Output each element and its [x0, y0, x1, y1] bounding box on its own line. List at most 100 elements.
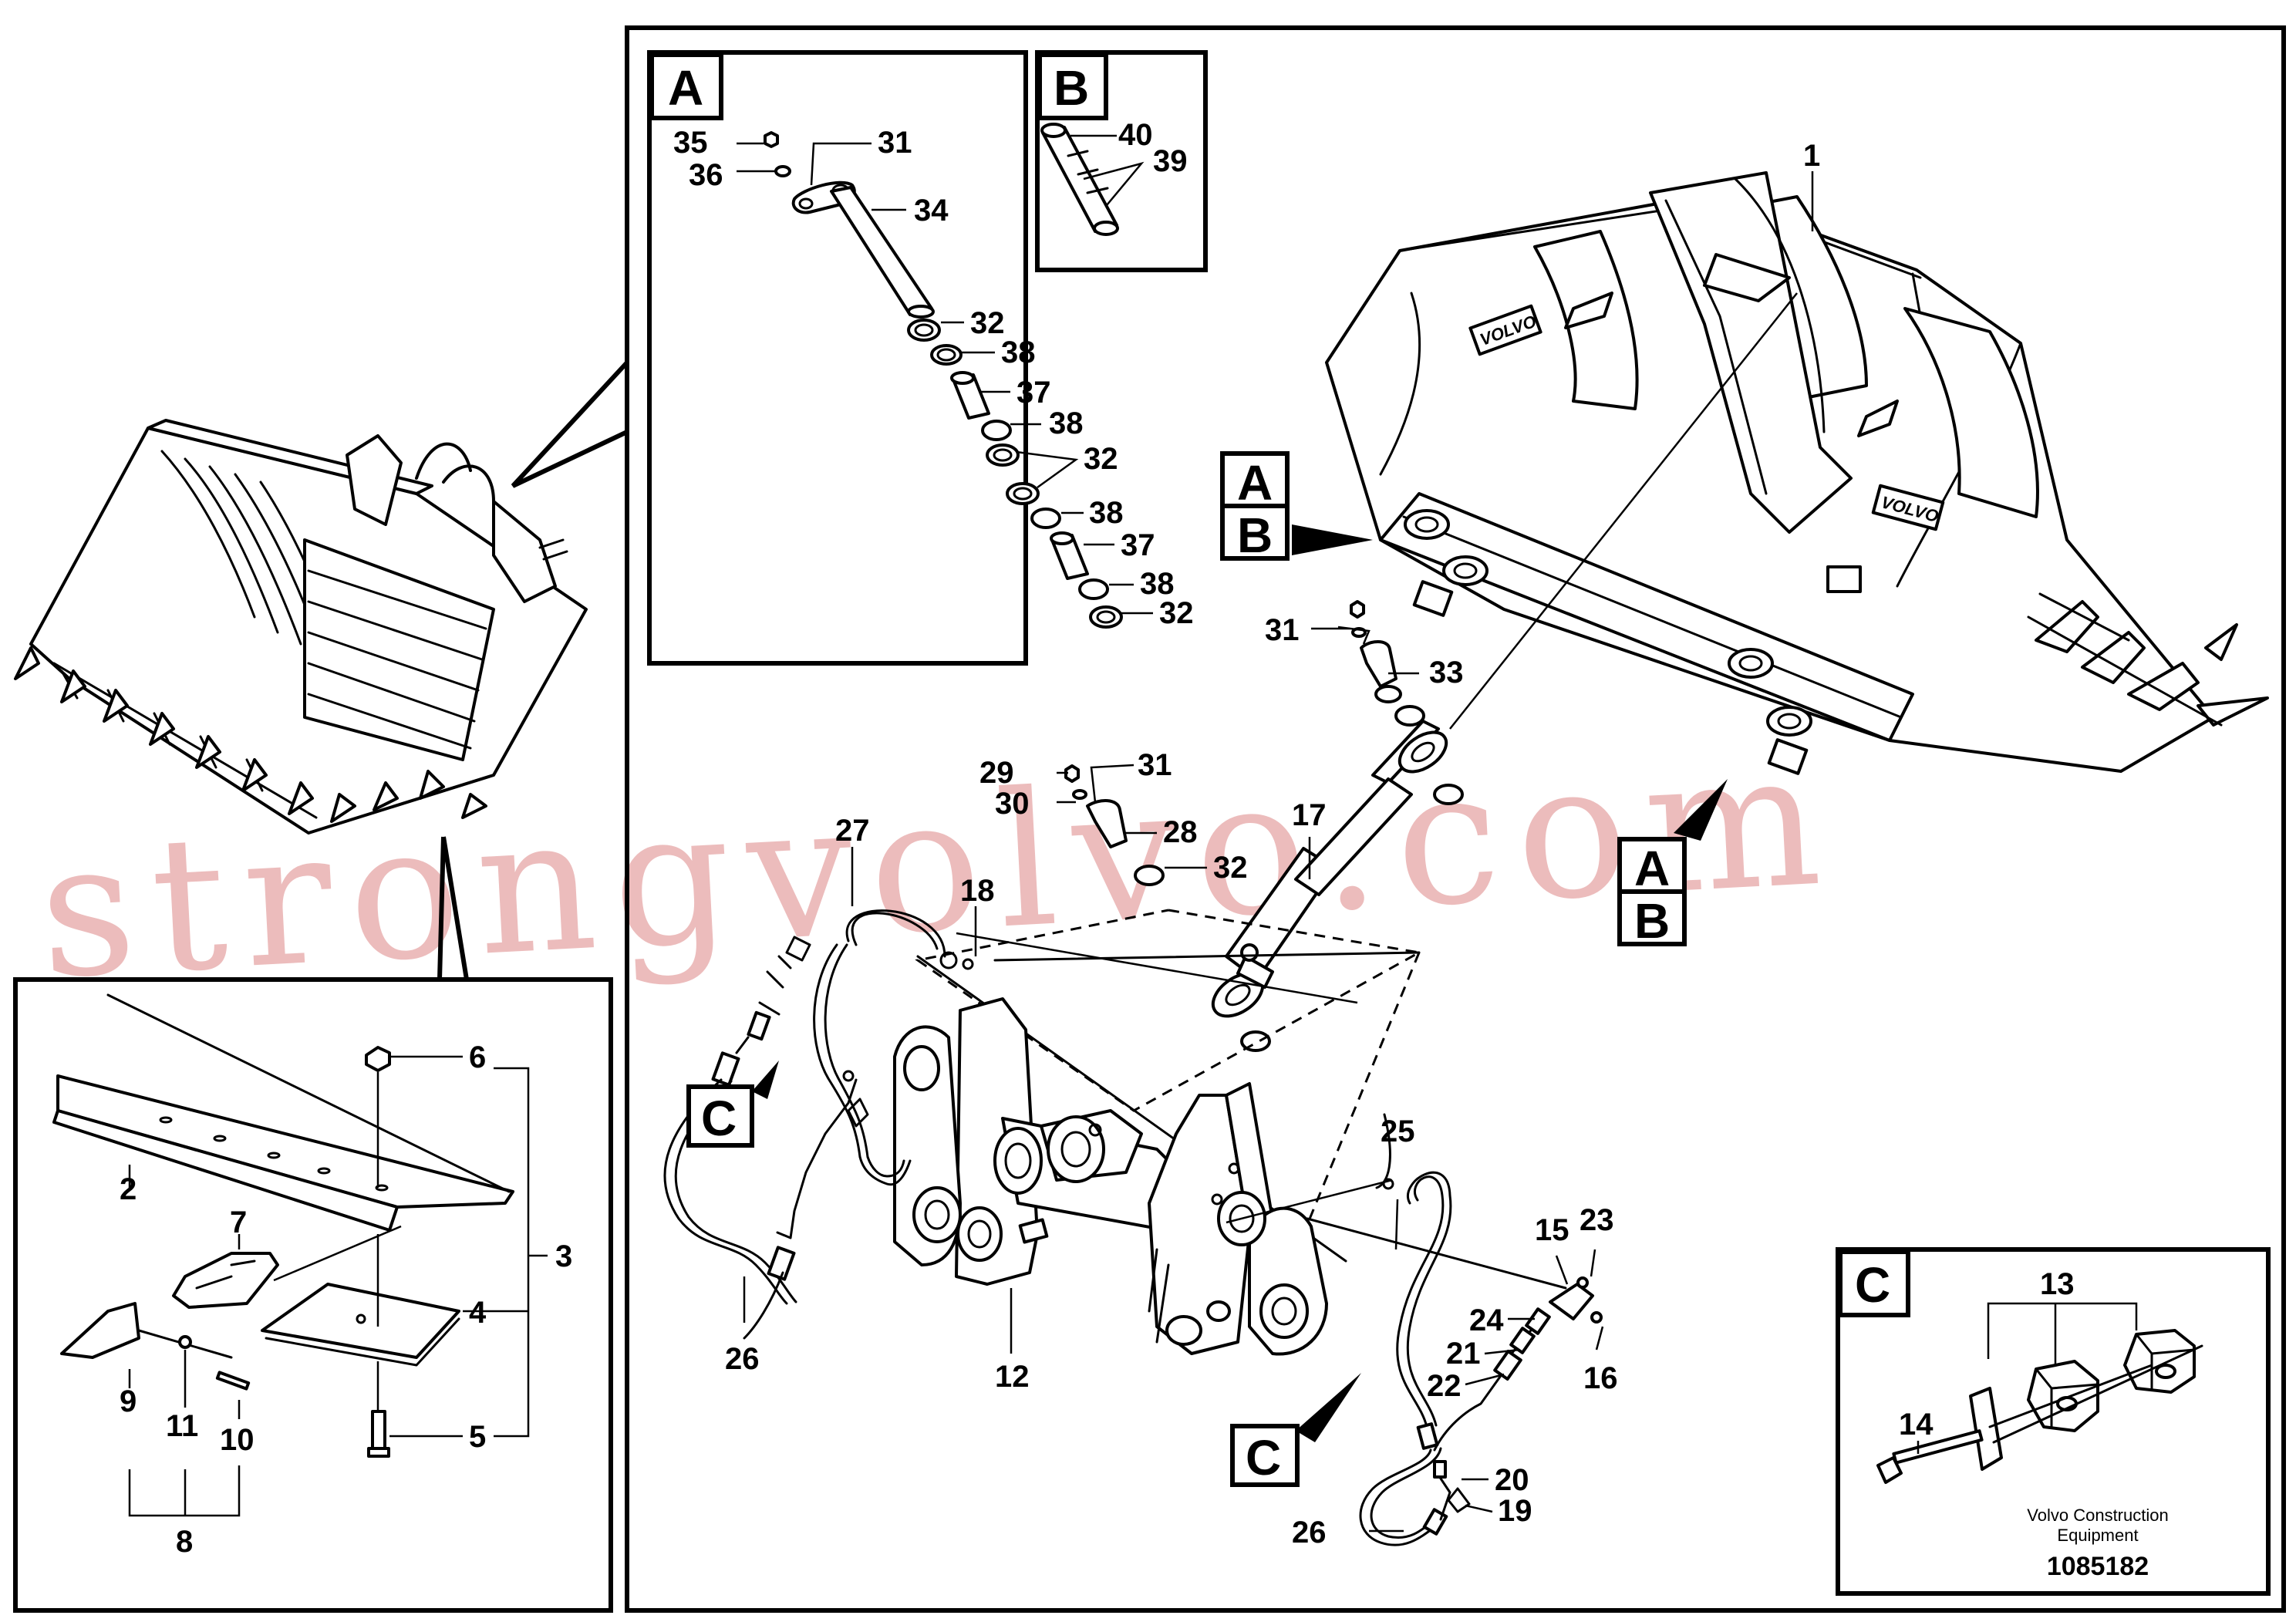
detail-c-frame: [1836, 1247, 2271, 1596]
detail-b-pin: [1040, 123, 1145, 236]
part-number-6: 6: [469, 1040, 486, 1074]
ref-b-label-upper: B: [1237, 508, 1273, 563]
detail-a-pin-stack: [737, 131, 1153, 629]
ref-b-label-lower: B: [1634, 893, 1670, 949]
part-number-25: 25: [1381, 1114, 1415, 1148]
part-number-12: 12: [995, 1360, 1030, 1394]
tooth-adapter: [172, 1252, 279, 1309]
part-number-27: 27: [835, 814, 870, 848]
part-number-9: 9: [120, 1384, 137, 1418]
part-number-21: 21: [1446, 1337, 1481, 1371]
detail-a-label-box: [649, 52, 723, 120]
linkage-frame: [893, 909, 1423, 1356]
edge-detail-frame: [13, 977, 613, 1613]
main-frame: [625, 25, 2286, 1613]
bolt: [371, 1410, 386, 1450]
small-bucket-illustration: [14, 419, 588, 835]
part-number-8: 8: [176, 1525, 193, 1559]
tooth: [60, 1302, 140, 1359]
part-number-7: 7: [230, 1206, 247, 1239]
part-number-32c: 32: [1159, 596, 1194, 630]
ref-a-label-upper: A: [1237, 455, 1273, 511]
retainer: [178, 1335, 192, 1349]
part-number-2: 2: [120, 1172, 137, 1206]
ref-a-label-lower: A: [1634, 841, 1670, 896]
caption-line-2: Equipment: [2057, 1526, 2138, 1545]
part-number-10: 10: [220, 1423, 255, 1457]
part-number-30: 30: [995, 787, 1030, 821]
cutting-edge-assembly: [52, 993, 548, 1517]
part-number-22: 22: [1427, 1369, 1462, 1403]
part-number-19: 19: [1498, 1494, 1532, 1528]
part-number-40: 40: [1118, 118, 1153, 152]
part-number-16: 16: [1583, 1361, 1618, 1395]
ref-a-box-upper: [1220, 451, 1290, 508]
detail-c-label: C: [1855, 1257, 1890, 1313]
part-number-5: 5: [469, 1420, 486, 1454]
hose-assembly-right: [1226, 1113, 1604, 1546]
part-number-31b: 31: [1265, 613, 1300, 647]
part-number-17: 17: [1292, 798, 1327, 832]
large-bucket-illustration: VOLVO VOLVO: [1325, 171, 2269, 775]
part-number-31a: 31: [878, 126, 912, 160]
nut: [365, 1046, 391, 1072]
part-number-33: 33: [1429, 656, 1464, 690]
document-number: 1085182: [2047, 1552, 2149, 1581]
part-number-35: 35: [673, 126, 708, 160]
pointer-arrow-c-left: [752, 1061, 779, 1099]
clamp-plate: [1969, 1387, 2003, 1471]
part-number-32d: 32: [1213, 851, 1248, 885]
part-number-36: 36: [689, 158, 723, 192]
part-number-39: 39: [1153, 144, 1188, 178]
pointer-arrow-c-right: [1296, 1373, 1361, 1442]
part-number-13: 13: [2040, 1267, 2075, 1301]
cylinder-pins: [1057, 600, 1464, 1052]
ref-c-label-left: C: [701, 1091, 737, 1146]
part-number-20: 20: [1495, 1463, 1529, 1497]
callout-pointer-bucket: [511, 360, 629, 488]
brand-plate-right: [1871, 484, 1945, 531]
detail-c-label-box: [1838, 1249, 1910, 1317]
cutting-edge: [56, 1074, 514, 1209]
part-number-34: 34: [914, 194, 949, 228]
part-number-38a: 38: [1001, 336, 1036, 369]
detail-a-label: A: [668, 60, 703, 116]
wear-plate: [261, 1283, 460, 1359]
clamp-half-front: [2027, 1360, 2099, 1432]
part-number-15: 15: [1535, 1213, 1569, 1247]
caption-line-1: Volvo Construction: [2027, 1506, 2168, 1525]
part-number-31c: 31: [1138, 748, 1172, 782]
brand-plate-left: [1468, 304, 1542, 356]
part-number-32b: 32: [1084, 442, 1118, 476]
part-number-4: 4: [469, 1296, 487, 1330]
clamp-half-back: [2123, 1329, 2196, 1394]
part-number-26a: 26: [725, 1342, 760, 1376]
detail-b-label: B: [1054, 60, 1089, 116]
callout-pointer-edge: [437, 836, 470, 982]
part-number-38c: 38: [1089, 496, 1124, 530]
part-number-28: 28: [1163, 815, 1198, 849]
part-number-24: 24: [1469, 1303, 1504, 1337]
part-number-18: 18: [960, 874, 995, 908]
pointer-arrow-ab-upper: [1292, 524, 1373, 555]
part-number-29: 29: [979, 756, 1014, 790]
pointer-arrow-ab-lower: [1674, 779, 1728, 841]
ref-b-box-lower: [1617, 889, 1687, 946]
part-number-38d: 38: [1140, 567, 1175, 601]
ref-c-box-left: [686, 1084, 754, 1148]
detail-a-frame: [647, 50, 1028, 666]
part-number-1: 1: [1803, 139, 1820, 173]
detail-c-clamp: [1876, 1302, 2203, 1484]
part-number-26b: 26: [1292, 1516, 1327, 1549]
ref-c-box-right: [1230, 1424, 1300, 1487]
pin: [215, 1371, 251, 1391]
part-number-23: 23: [1580, 1203, 1614, 1237]
hose-assembly-left: [663, 847, 977, 1340]
part-number-14: 14: [1899, 1408, 1934, 1442]
detail-b-label-box: [1037, 52, 1108, 120]
ref-c-label-right: C: [1246, 1430, 1281, 1485]
detail-b-frame: [1035, 50, 1208, 272]
part-number-37b: 37: [1121, 528, 1155, 562]
part-number-37a: 37: [1017, 376, 1051, 410]
